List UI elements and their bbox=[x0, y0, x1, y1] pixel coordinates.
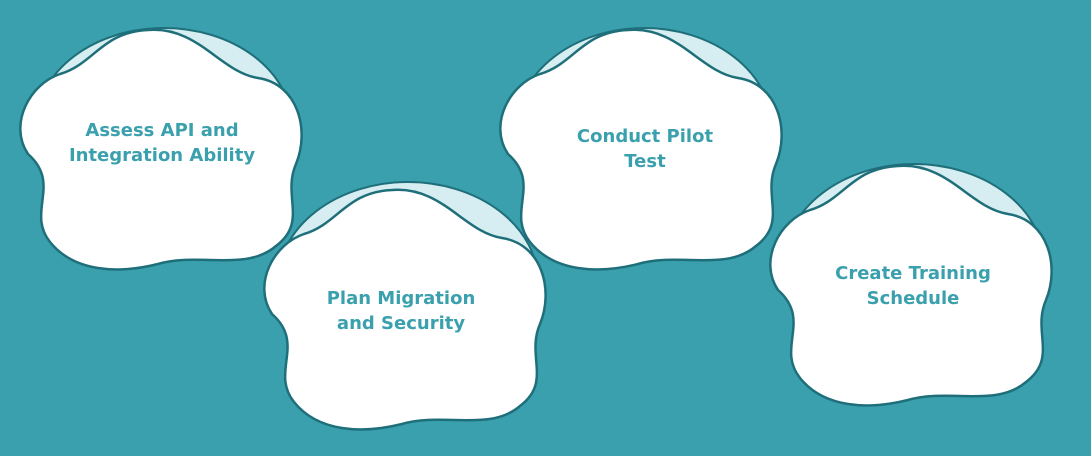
blob-assess bbox=[19, 27, 303, 271]
step-pilot-line1: Conduct Pilot bbox=[576, 126, 714, 147]
step-label-pilot: Conduct Pilot Test bbox=[535, 124, 755, 174]
blob-training bbox=[769, 163, 1053, 407]
blob-pilot bbox=[499, 27, 783, 271]
blob-plan bbox=[263, 181, 547, 431]
step-training-line2: Schedule bbox=[866, 288, 960, 309]
step-pilot-line2: Test bbox=[624, 151, 666, 172]
step-label-plan: Plan Migration and Security bbox=[291, 286, 511, 336]
step-training-line1: Create Training bbox=[835, 263, 991, 284]
step-assess-line1: Assess API and bbox=[85, 120, 239, 141]
step-plan-line1: Plan Migration bbox=[326, 288, 476, 309]
step-assess-line2: Integration Ability bbox=[68, 145, 256, 166]
step-label-training: Create Training Schedule bbox=[803, 261, 1023, 311]
step-plan-line2: and Security bbox=[336, 313, 466, 334]
step-label-assess: Assess API and Integration Ability bbox=[52, 118, 272, 168]
